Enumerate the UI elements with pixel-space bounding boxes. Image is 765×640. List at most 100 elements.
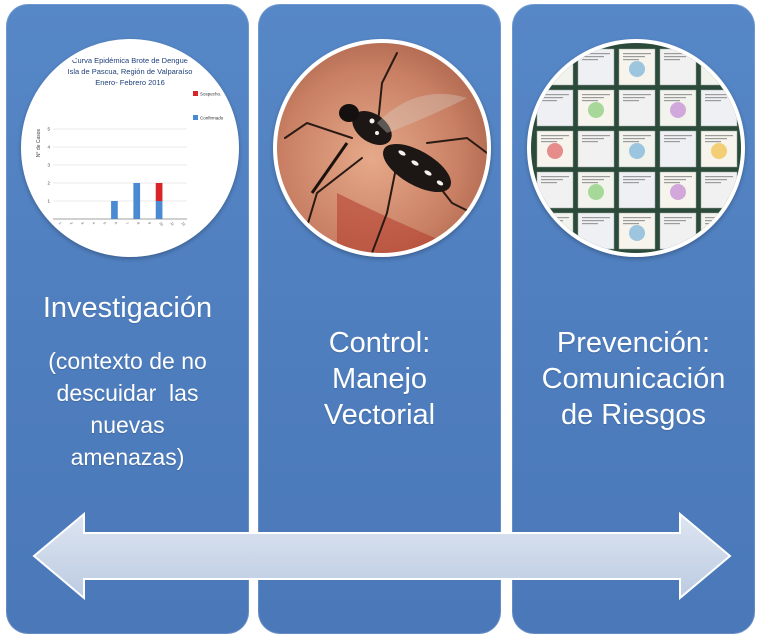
x-tick-label: 7 bbox=[125, 221, 129, 225]
x-tick-label: 1 bbox=[58, 221, 62, 225]
control-line-1: Control: bbox=[328, 327, 431, 359]
poster-graphic bbox=[629, 225, 645, 241]
poster-text-line bbox=[705, 179, 727, 181]
control-line-2: Manejo bbox=[331, 363, 428, 395]
x-tick-label: 3 bbox=[80, 221, 84, 225]
poster-text-line bbox=[623, 97, 645, 99]
poster-text-line bbox=[664, 135, 692, 137]
poster bbox=[659, 89, 697, 127]
poster-text-line bbox=[582, 179, 604, 181]
poster-graphic bbox=[588, 102, 604, 118]
poster-text-line bbox=[623, 223, 639, 225]
poster-text-line bbox=[582, 138, 604, 140]
poster-text-line bbox=[664, 56, 686, 58]
poster-text-line bbox=[541, 182, 557, 184]
legend-swatch-confirmed bbox=[193, 115, 198, 120]
label-control: Control: Manejo Vectorial bbox=[258, 325, 501, 433]
control-line-3: Vectorial bbox=[323, 399, 436, 431]
poster-text-line bbox=[582, 53, 610, 55]
y-tick-label: 2 bbox=[47, 181, 50, 186]
poster-graphic bbox=[629, 61, 645, 77]
chart-title-line-3: Enero- Febrero 2016 bbox=[95, 78, 165, 87]
label-investigacion: Investigación bbox=[6, 290, 249, 326]
poster bbox=[618, 171, 656, 209]
poster-text-line bbox=[582, 97, 604, 99]
poster-text-line bbox=[705, 100, 721, 102]
poster-text-line bbox=[541, 176, 569, 178]
label-prevencion: Prevención: Comunicación de Riesgos bbox=[512, 325, 755, 433]
poster-text-line bbox=[705, 138, 727, 140]
chart-title-line-2: Isla de Pascua, Región de Valparaíso bbox=[68, 67, 193, 76]
y-tick-label: 5 bbox=[47, 127, 50, 132]
poster-text-line bbox=[664, 220, 686, 222]
subtitle-line-4: amenazas) bbox=[70, 444, 185, 470]
prevencion-line-1: Prevención: bbox=[556, 327, 711, 359]
prevencion-line-3: de Riesgos bbox=[560, 399, 707, 431]
poster-graphic bbox=[670, 102, 686, 118]
poster-text-line bbox=[664, 217, 692, 219]
poster-graphic bbox=[711, 143, 727, 159]
poster bbox=[577, 130, 615, 168]
poster-text-line bbox=[664, 138, 686, 140]
poster-text-line bbox=[541, 100, 557, 102]
poster-text-line bbox=[623, 53, 651, 55]
poster bbox=[618, 89, 656, 127]
chart-ylabel: N° de Casos bbox=[36, 128, 42, 157]
poster-text-line bbox=[623, 176, 651, 178]
poster-text-line bbox=[705, 94, 733, 96]
x-tick-label: 5 bbox=[102, 221, 106, 225]
x-tick-label: 11 bbox=[169, 221, 174, 226]
poster-text-line bbox=[541, 135, 569, 137]
legend-label-confirmed: Confirmado bbox=[200, 116, 224, 121]
mosquito-illustration bbox=[277, 43, 487, 253]
y-tick-label: 4 bbox=[47, 145, 50, 150]
poster-text-line bbox=[705, 135, 733, 137]
bar-confirmed bbox=[111, 201, 118, 219]
chart-title-line-1: Curva Epidémica Brote de Dengue bbox=[72, 56, 188, 65]
poster-text-line bbox=[541, 141, 557, 143]
poster-text-line bbox=[582, 176, 610, 178]
poster-text-line bbox=[623, 59, 639, 61]
legend-swatch-suspected bbox=[193, 91, 198, 96]
poster-text-line bbox=[541, 97, 563, 99]
poster-text-line bbox=[664, 94, 692, 96]
poster-text-line bbox=[664, 100, 680, 102]
poster-text-line bbox=[582, 59, 598, 61]
poster-text-line bbox=[582, 94, 610, 96]
x-tick-label: 8 bbox=[136, 221, 140, 225]
poster-text-line bbox=[541, 179, 563, 181]
poster-text-line bbox=[582, 100, 598, 102]
investigacion-title: Investigación bbox=[42, 292, 213, 324]
prevencion-line-2: Comunicación bbox=[541, 363, 726, 395]
poster-text-line bbox=[623, 179, 645, 181]
chart-bars bbox=[111, 183, 163, 219]
poster-graphic bbox=[670, 184, 686, 200]
poster-text-line bbox=[541, 94, 569, 96]
x-tick-label: 12 bbox=[181, 221, 187, 227]
poster-text-line bbox=[582, 141, 598, 143]
poster-text-line bbox=[582, 56, 604, 58]
poster-text-line bbox=[541, 138, 563, 140]
poster-text-line bbox=[664, 97, 686, 99]
x-tick-label: 4 bbox=[91, 221, 95, 225]
poster-text-line bbox=[623, 100, 639, 102]
poster-text-line bbox=[623, 135, 651, 137]
poster-text-line bbox=[664, 179, 686, 181]
bar-confirmed bbox=[133, 183, 141, 219]
poster-text-line bbox=[705, 176, 733, 178]
bar-suspected bbox=[155, 183, 163, 201]
poster-text-line bbox=[582, 220, 604, 222]
poster-graphic bbox=[588, 184, 604, 200]
poster-text-line bbox=[664, 176, 692, 178]
chart-grid bbox=[53, 128, 187, 220]
poster-text-line bbox=[582, 135, 610, 137]
poster-text-line bbox=[582, 182, 598, 184]
arrow-shape bbox=[32, 511, 732, 601]
poster-text-line bbox=[623, 141, 639, 143]
mosquito-photo bbox=[273, 39, 491, 257]
legend-label-suspected: Sospechoso bbox=[200, 92, 225, 97]
subtitle-line-2: descuidar las bbox=[56, 380, 199, 406]
poster-text-line bbox=[705, 97, 727, 99]
